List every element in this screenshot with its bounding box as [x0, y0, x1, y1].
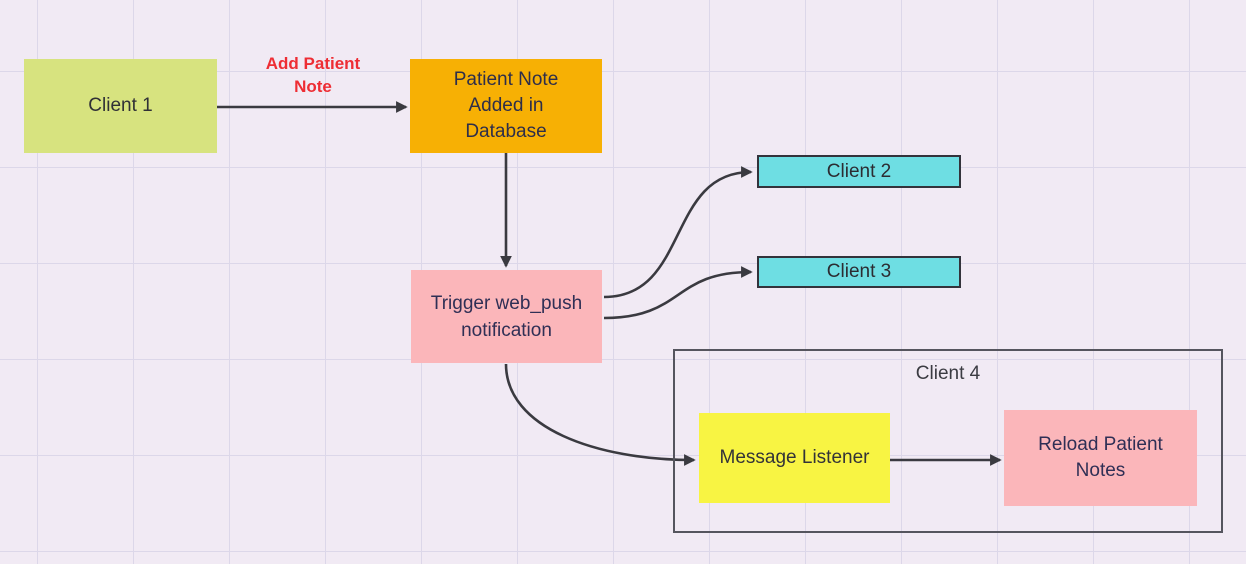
client4-group-title: Client 4: [915, 363, 981, 384]
client4-group: Client 4: [673, 349, 1223, 533]
node-client1: Client 1: [24, 59, 217, 153]
node-client1-label: Client 1: [88, 95, 153, 116]
node-client2: Client 2: [757, 155, 961, 188]
edge-trigger-to-message-listener: [504, 363, 696, 466]
node-client3: Client 3: [757, 256, 961, 288]
node-message-listener-label: Message Listener: [719, 447, 870, 468]
node-client3-label: Client 3: [826, 261, 892, 282]
edge-trigger-to-client3: [603, 266, 753, 320]
node-reload-patient-notes: Reload Patient Notes: [1004, 410, 1197, 506]
node-patient-note-added-in-database: Patient Note Added in Database: [410, 59, 602, 153]
node-trigger-web-push-notification: Trigger web_push notification: [411, 270, 602, 363]
node-client2-label: Client 2: [826, 160, 892, 182]
edge-label-add-patient-note: Add Patient Note: [265, 54, 361, 96]
node-trigger-label: Trigger web_push notification: [430, 292, 583, 341]
node-message-listener: Message Listener: [699, 413, 890, 503]
node-reload-notes-label: Reload Patient Notes: [1038, 434, 1163, 481]
node-patient-note-db-label: Patient Note Added in Database: [453, 69, 559, 142]
edge-trigger-to-client2: [603, 166, 753, 299]
canvas-bottom-edge: [0, 564, 1246, 570]
